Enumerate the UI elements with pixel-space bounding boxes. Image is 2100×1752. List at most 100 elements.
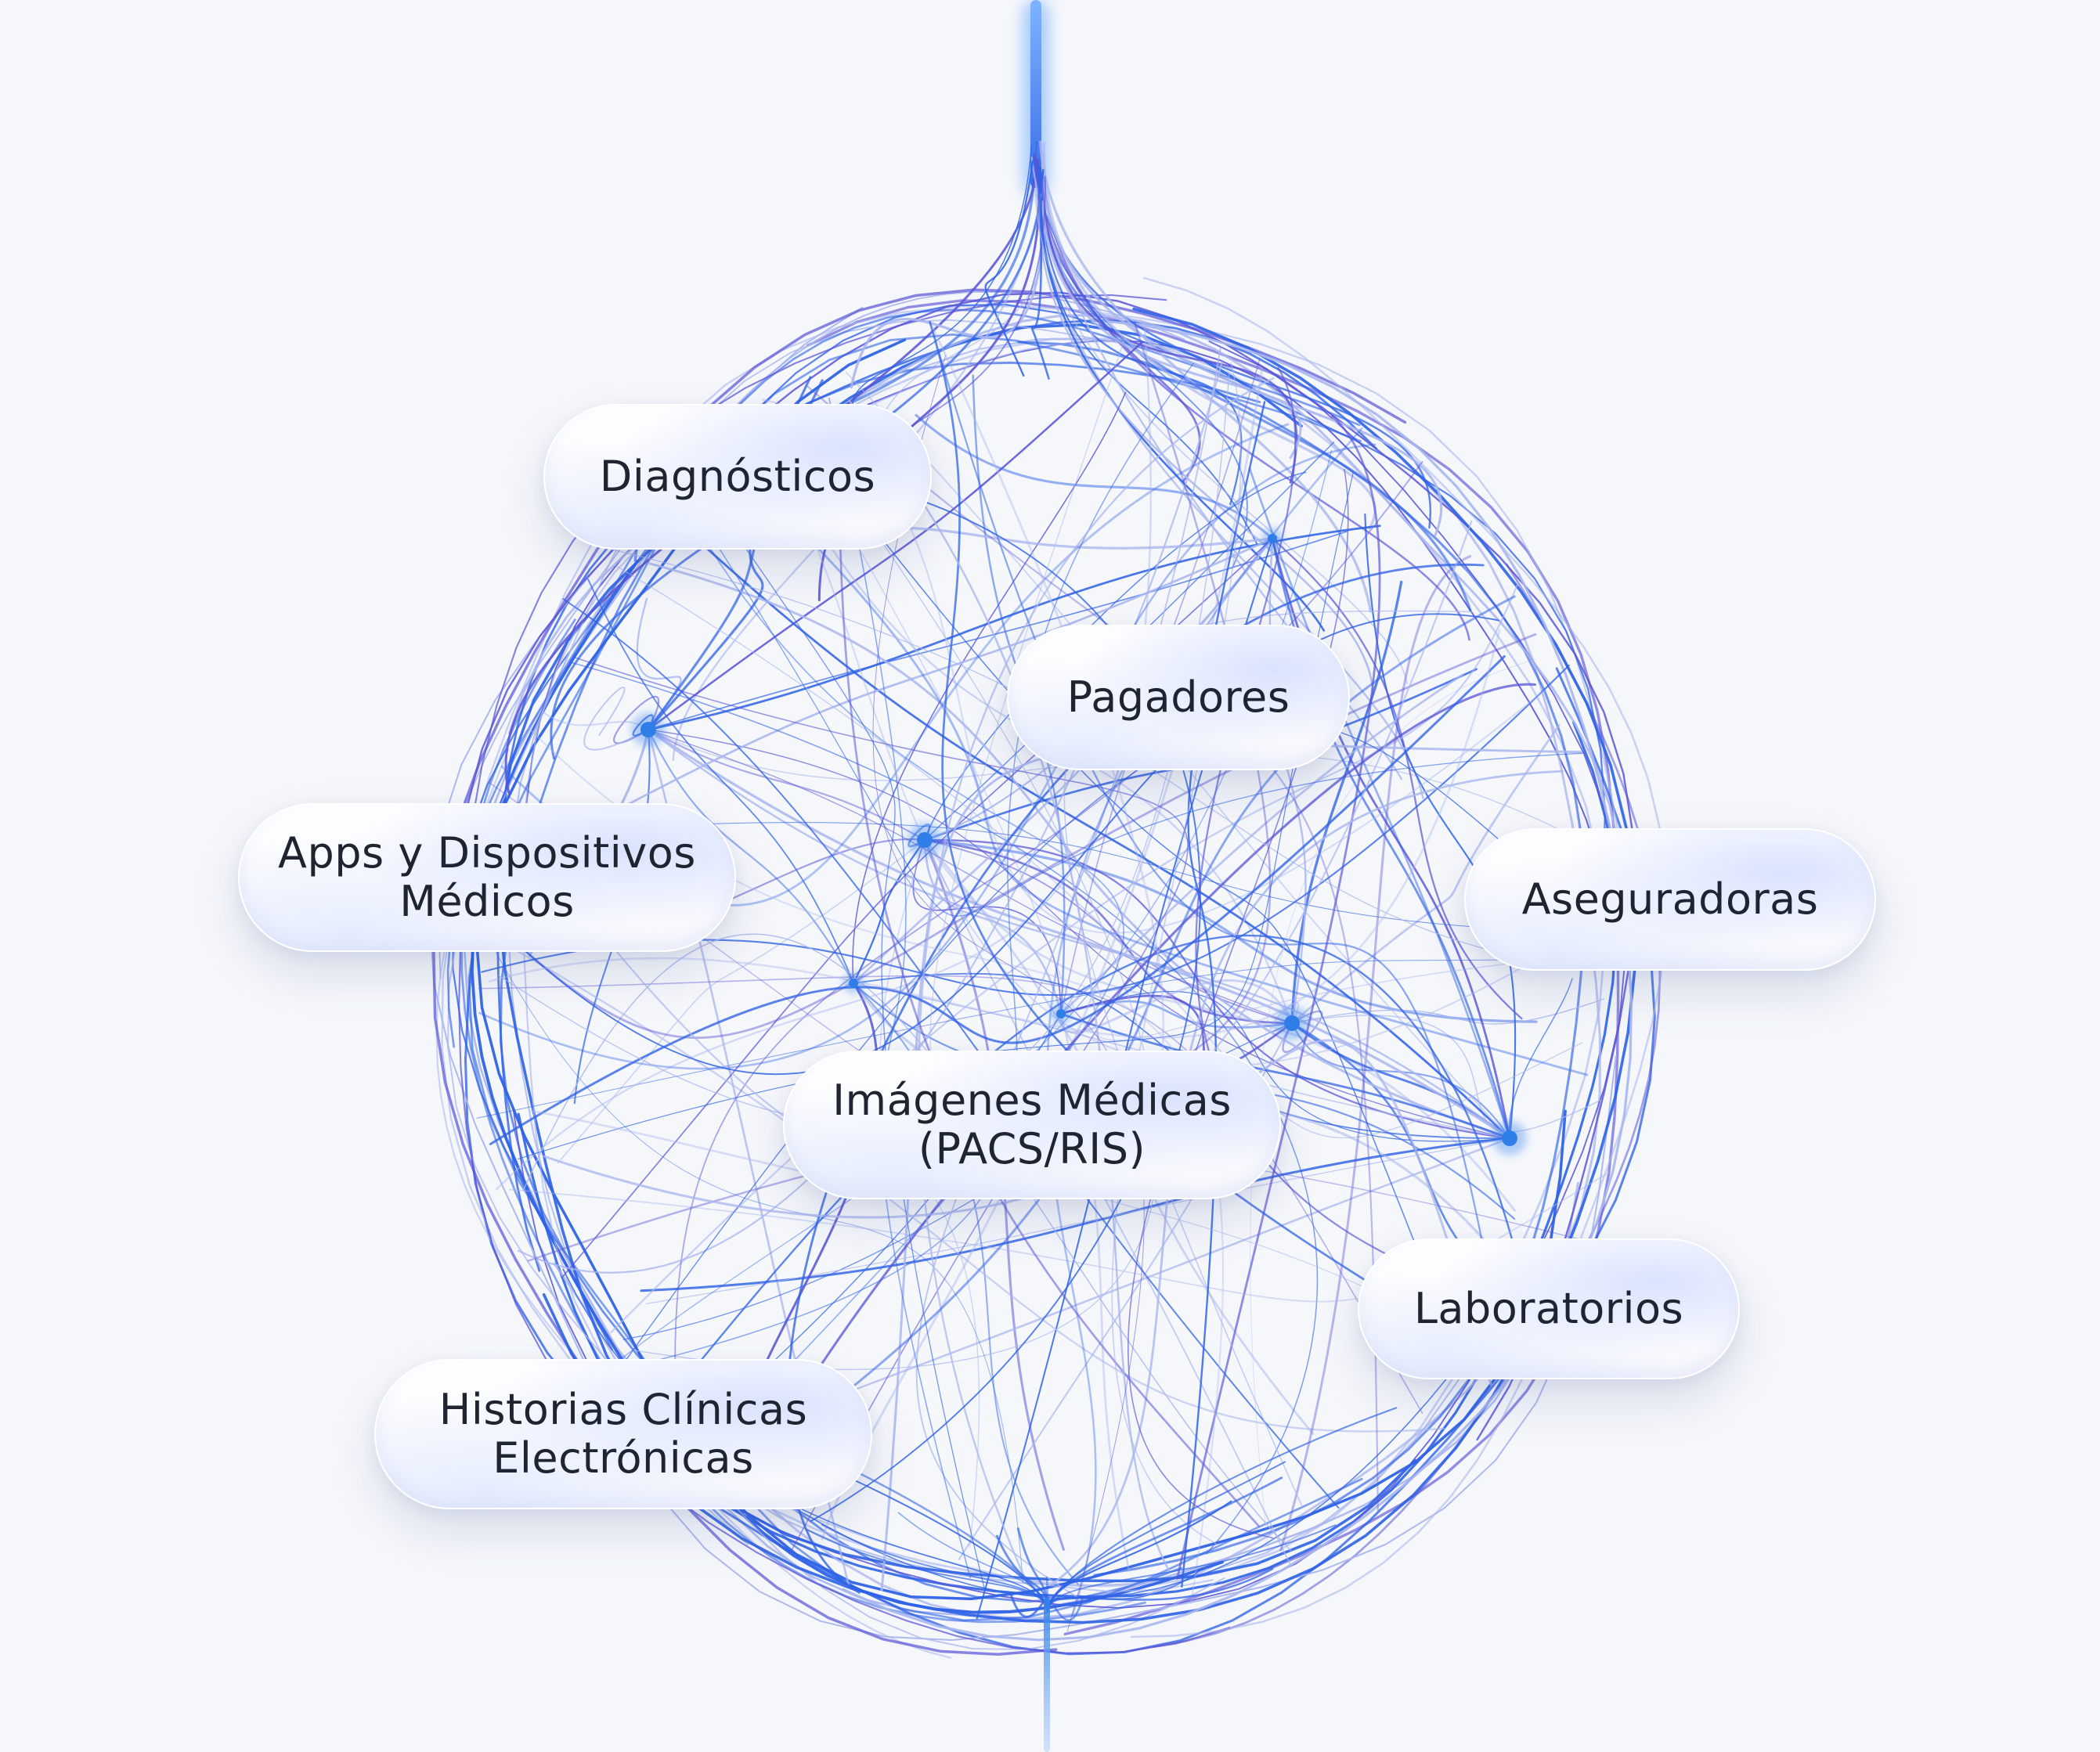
connection-line (1250, 658, 1535, 1558)
connection-line (452, 303, 1606, 1350)
connection-line (522, 933, 1292, 1552)
connection-line (842, 318, 1633, 1642)
connection-line (915, 413, 1274, 540)
connection-line (923, 838, 1538, 1023)
connection-line (806, 385, 1379, 1512)
connection-line (924, 839, 1293, 1024)
connection-line (556, 537, 1274, 844)
connection-line (1038, 193, 1374, 695)
connection-line (478, 443, 1377, 1070)
connection-line (469, 633, 1537, 1039)
connection-line (1059, 979, 1294, 1033)
connection-line (583, 687, 649, 751)
connection-line (1291, 998, 1605, 1025)
connection-line (853, 972, 1510, 1139)
connection-line (923, 838, 1516, 1212)
connection-line (1271, 537, 1523, 1020)
hub-dot (1502, 1130, 1517, 1146)
connection-line (923, 838, 1511, 1140)
connection-line (658, 503, 1511, 1140)
hub-points (631, 528, 1527, 1155)
connection-line (698, 460, 1201, 1522)
connection-line (648, 531, 1348, 730)
node-apps-dispositivos[interactable]: Apps y Dispositivos Médicos (238, 803, 736, 952)
connection-line (458, 294, 1231, 1654)
connection-line (447, 319, 1225, 1650)
node-pagadores[interactable]: Pagadores (1007, 625, 1350, 770)
connection-line (478, 975, 1423, 1414)
connection-line (1279, 555, 1472, 1552)
connection-line (476, 957, 1610, 1119)
connection-line (924, 839, 1291, 1565)
connection-line (647, 728, 926, 842)
connection-line (515, 950, 1445, 1433)
node-aseguradoras-label: Aseguradoras (1521, 874, 1819, 924)
connection-line (923, 838, 1063, 1015)
connection-line (984, 160, 1034, 377)
connection-line (1033, 153, 1201, 483)
connection-line (557, 839, 926, 1164)
node-imagenes-medicas[interactable]: Imágenes Médicas (PACS/RIS) (783, 1051, 1281, 1199)
node-apps-dispositivos-label: Apps y Dispositivos Médicos (278, 828, 696, 926)
hub-dot (1056, 1009, 1066, 1018)
node-imagenes-medicas-label: Imágenes Médicas (PACS/RIS) (832, 1076, 1232, 1173)
node-aseguradoras[interactable]: Aseguradoras (1464, 828, 1876, 971)
connection-line (458, 291, 1636, 1441)
connection-line (1364, 513, 1517, 1140)
connection-line (1030, 164, 1050, 380)
connection-line (1043, 175, 1470, 641)
connection-line (660, 934, 1518, 1409)
connection-line (478, 920, 1023, 1583)
connection-line (641, 362, 1194, 1365)
connection-line (1290, 724, 1561, 1025)
hub-dot (1284, 1015, 1300, 1031)
connection-line (470, 560, 1224, 1614)
connection-line (716, 1137, 1511, 1443)
connection-line (1034, 179, 1408, 685)
connection-line (918, 377, 1275, 1585)
connection-line (1130, 276, 1667, 1638)
connection-line (1040, 169, 1326, 632)
convergence-line (1047, 1523, 1337, 1613)
connection-line (587, 579, 854, 984)
connection-line (441, 305, 1633, 1546)
connection-line (489, 655, 1506, 1145)
connection-line (647, 728, 1511, 1140)
node-historias-clinicas[interactable]: Historias Clínicas Electrónicas (374, 1359, 872, 1509)
connection-line (1282, 1010, 1323, 1053)
node-diagnosticos-label: Diagnósticos (599, 452, 876, 501)
connection-line (640, 1137, 1511, 1292)
connection-line (647, 341, 1143, 731)
node-laboratorios[interactable]: Laboratorios (1358, 1238, 1740, 1379)
connection-line (1290, 580, 1403, 1025)
convergence-line (1046, 1500, 1232, 1613)
top-stem (1030, 0, 1041, 188)
connection-line (648, 729, 1293, 1024)
bottom-stem-line (1044, 1597, 1050, 1752)
hub-dot (640, 722, 656, 737)
connection-line (1195, 366, 1502, 1300)
connection-line (787, 427, 1597, 1041)
connection-line (648, 562, 1511, 1140)
connection-line (828, 398, 971, 1579)
connection-line (1059, 1012, 1511, 1140)
node-laboratorios-label: Laboratorios (1413, 1284, 1684, 1333)
connection-line (872, 354, 1145, 1632)
node-diagnosticos[interactable]: Diagnósticos (543, 404, 932, 550)
connection-line (1060, 990, 1510, 1142)
hub-dot (917, 832, 933, 848)
connection-line (597, 546, 1586, 971)
connection-line (1042, 142, 1377, 530)
connection-line (488, 629, 1501, 1039)
connection-line (1041, 200, 1302, 460)
node-historias-clinicas-label: Historias Clínicas Electrónicas (438, 1385, 808, 1483)
connection-line (648, 729, 1510, 1139)
connection-line (1290, 1022, 1511, 1140)
connection-line (518, 361, 1223, 1274)
node-pagadores-label: Pagadores (1066, 672, 1290, 722)
convergence-line (821, 1523, 1048, 1613)
connection-line (1508, 978, 1573, 1139)
hub-dot (849, 979, 858, 988)
connection-line (850, 200, 1047, 389)
connection-line (1176, 415, 1381, 1580)
